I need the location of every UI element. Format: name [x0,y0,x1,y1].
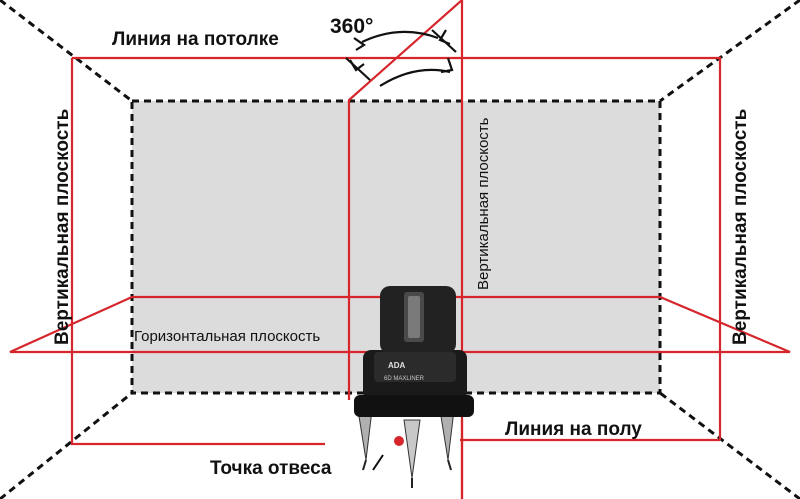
label-horizontal-plane: Горизонтальная плоскость [134,328,320,345]
ceiling-line [72,56,722,440]
device-model: 6D MAXLINER [384,376,425,382]
label-angle: 360° [330,15,373,38]
device-brand: ADA [388,361,406,370]
plumb-dot [394,436,404,446]
label-plumb-point: Точка отвеса [210,458,332,479]
laser-level-device: ADA 6D MAXLINER [354,286,474,417]
device-legs [357,409,455,488]
label-ceiling-line: Линия на потолке [112,29,279,50]
label-floor-line: Линия на полу [505,419,642,440]
label-vertical-plane-left: Вертикальная плоскость [52,109,73,345]
horizontal-plane [9,295,791,354]
label-vertical-plane-center: Вертикальная плоскость [475,117,492,290]
plumb-pointer [372,454,384,471]
label-vertical-plane-right: Вертикальная плоскость [730,109,751,345]
left-wall-line [70,58,325,446]
rotation-arrows [345,29,457,87]
